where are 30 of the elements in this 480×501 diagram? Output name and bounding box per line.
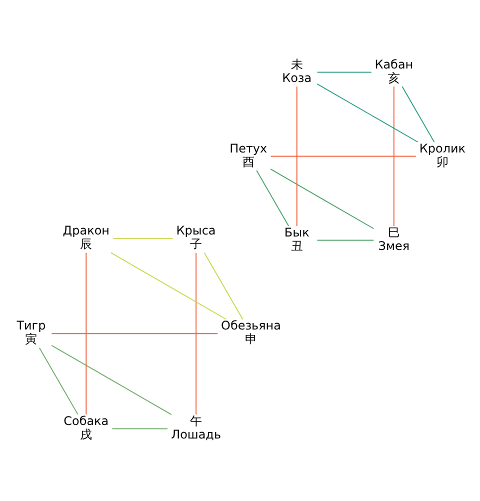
connector	[316, 240, 374, 241]
connector	[38, 347, 78, 415]
connector	[270, 156, 416, 157]
node-text: Собака 戌	[64, 414, 109, 442]
node-text: Тигр 寅	[16, 318, 46, 346]
connector	[204, 252, 244, 320]
connector	[402, 86, 435, 142]
connector	[196, 252, 197, 415]
connector	[316, 83, 418, 142]
node-text: Обезьяна 申	[221, 318, 281, 346]
connector	[112, 428, 168, 430]
connector	[112, 238, 174, 239]
connector	[270, 168, 374, 230]
node-text: Крыса 子	[176, 224, 216, 252]
node-text: Петух 酉	[230, 141, 268, 169]
node-text: Бык 丑	[284, 225, 310, 253]
node-text: 午 Лошадь	[171, 414, 222, 442]
connector	[51, 333, 218, 334]
connector	[51, 344, 172, 416]
connector	[316, 72, 372, 73]
node-text: Дракон 辰	[62, 224, 110, 252]
connector	[256, 170, 290, 226]
node-text: Кролик 卯	[419, 141, 466, 169]
node-text: 未 Коза	[282, 57, 312, 85]
connector	[110, 252, 227, 320]
connector	[296, 86, 298, 226]
node-text: Кабан 亥	[374, 57, 414, 85]
node-text: 巳 Змея	[378, 225, 410, 253]
connector	[86, 252, 87, 415]
connector	[393, 86, 394, 226]
